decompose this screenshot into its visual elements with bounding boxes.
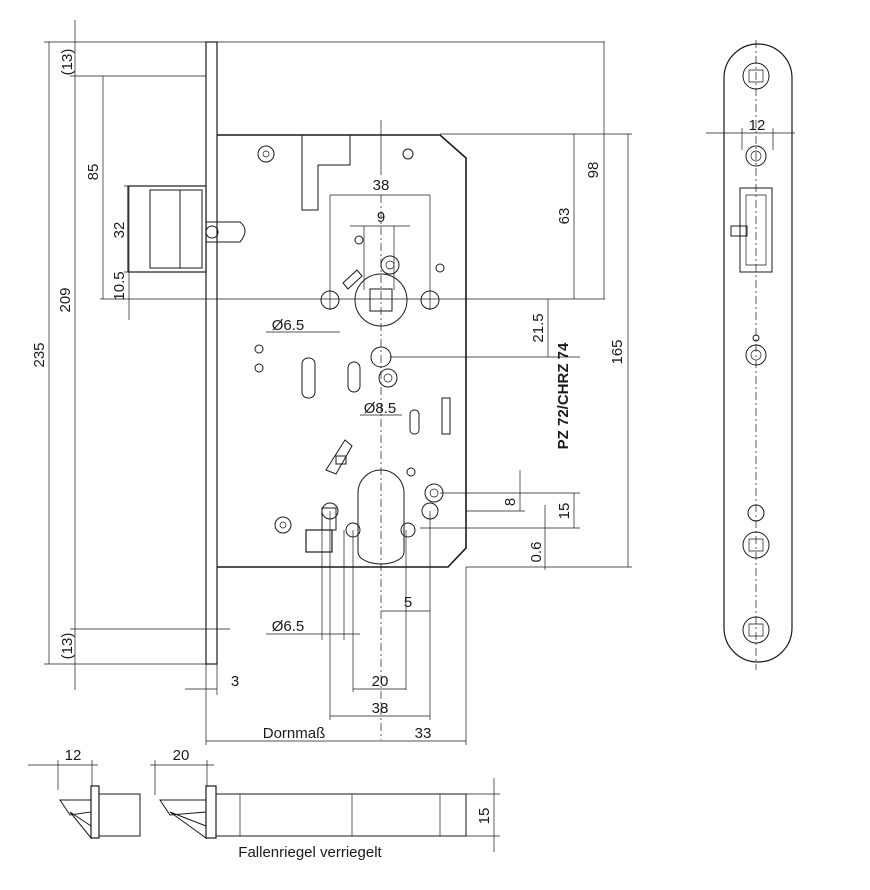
- dim-38-top: 38: [373, 177, 390, 194]
- dim-5: 5: [404, 594, 412, 611]
- dim-32: 32: [111, 222, 128, 239]
- dim-235: 235: [31, 342, 48, 367]
- dim-8: 8: [502, 498, 519, 506]
- dim-165: 165: [609, 339, 626, 364]
- forend-plate: [205, 41, 218, 665]
- dim-21-5: 21.5: [530, 313, 547, 342]
- cylinder-cutout: [357, 469, 405, 565]
- dim-15-bottom: 15: [476, 808, 493, 825]
- bottom-views: [28, 760, 500, 852]
- left-dimensions: [44, 20, 460, 690]
- lock-case: [217, 134, 467, 568]
- dim-0-6: 0.6: [528, 542, 545, 563]
- screw-holes: [254, 145, 445, 538]
- latch-bolt: [127, 185, 207, 273]
- dim-12-side: 12: [749, 117, 766, 134]
- dim-63: 63: [556, 208, 573, 225]
- dim-12-bottom: 12: [65, 747, 82, 764]
- dim-d8-5: Ø8.5: [364, 400, 397, 417]
- dim-15-right: 15: [556, 503, 573, 520]
- cover-slot: [301, 135, 351, 211]
- dim-d6-5-top: Ø6.5: [272, 317, 305, 334]
- dim-dornmass: Dornmaß: [263, 725, 326, 742]
- dim-85: 85: [85, 164, 102, 181]
- dim-38-bot: 38: [372, 700, 389, 717]
- dim-13-top: (13): [59, 49, 76, 76]
- dim-3: 3: [231, 673, 239, 690]
- dim-10-5: 10.5: [111, 271, 128, 300]
- fallenriegel-label: Fallenriegel verriegelt: [238, 844, 382, 861]
- dim-20-bottom: 20: [173, 747, 190, 764]
- dim-9: 9: [377, 209, 385, 226]
- dim-98: 98: [585, 162, 602, 179]
- forend-face-view: [706, 40, 795, 670]
- dim-33: 33: [415, 725, 432, 742]
- dim-13-bot: (13): [59, 633, 76, 660]
- dim-209: 209: [57, 287, 74, 312]
- pz-label: PZ 72/CHRZ 74: [555, 342, 572, 449]
- internal-dimensions: [185, 41, 632, 745]
- bolt-block: [305, 529, 333, 553]
- dim-d6-5-bot: Ø6.5: [272, 618, 305, 635]
- dim-20: 20: [372, 673, 389, 690]
